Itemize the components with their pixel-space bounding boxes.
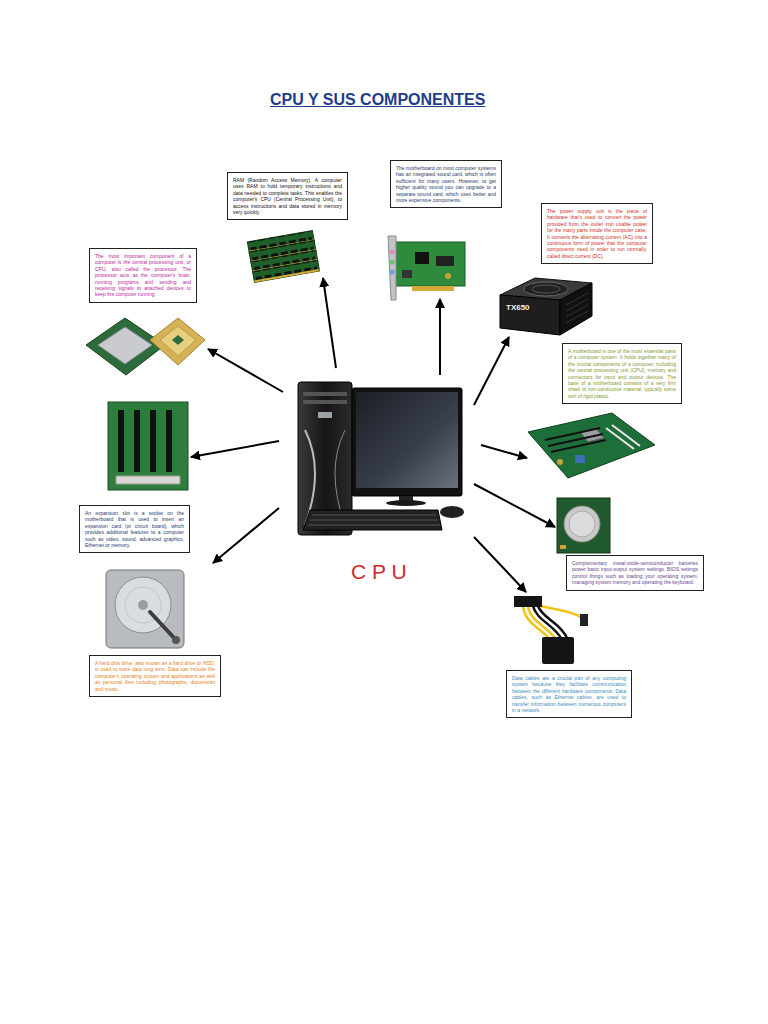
text-box: Data cables are a crucial part of any co… <box>506 670 632 718</box>
box-text: A hard disk drive, also known as a hard … <box>95 660 215 692</box>
power-supply-illustration-part <box>524 282 568 296</box>
power-supply-illustration-part <box>500 295 560 335</box>
pointer-arrows-part <box>213 508 279 563</box>
processor-illustration-part <box>98 327 152 364</box>
processor-illustration-part <box>172 335 184 345</box>
pointer-arrows <box>191 278 555 592</box>
sound-card-illustration-part <box>390 270 395 275</box>
box-text: A motherboard is one of the most essenti… <box>568 348 676 399</box>
hard-disk-illustration-part <box>106 570 184 648</box>
sound-card-illustration-part <box>415 252 429 264</box>
power-supply-illustration <box>500 278 592 335</box>
cmos-battery-illustration-part <box>557 498 610 553</box>
cpu-label: C P U <box>351 560 407 584</box>
motherboard-illustration-part <box>557 459 563 465</box>
box-text: The motherboard on most computer systems… <box>396 165 496 203</box>
expansion-slot-illustration <box>108 402 188 490</box>
title: CPU Y SUS COMPONENTES <box>270 91 485 109</box>
box-text: The power supply unit is the piece of ha… <box>547 208 647 259</box>
sound-card-illustration-part <box>402 270 412 278</box>
power-supply-illustration-part <box>532 285 560 293</box>
pointer-arrows-part <box>208 349 283 392</box>
ram-illustration-part <box>254 269 319 282</box>
psu-logo: TX650 <box>506 303 530 312</box>
processor-illustration-part <box>160 326 196 356</box>
cmos-battery-illustration-part <box>560 545 566 549</box>
cmos-battery-illustration-part <box>564 506 600 542</box>
ram-illustration-part <box>255 260 318 280</box>
box-text: Data cables are a crucial part of any co… <box>512 675 626 713</box>
computer-illustration-part <box>303 392 347 396</box>
motherboard-illustration-part <box>575 455 585 463</box>
motherboard-illustration-part <box>528 413 655 478</box>
hard-disk-illustration <box>106 570 184 648</box>
processor-illustration-part <box>150 318 205 365</box>
computer-illustration-part <box>352 388 462 496</box>
computer-illustration-part <box>386 500 426 506</box>
text-box: The motherboard on most computer systems… <box>390 160 502 208</box>
sound-card-illustration-part <box>390 260 395 265</box>
computer-illustration-part <box>303 510 442 530</box>
pointer-arrows-part <box>323 278 336 368</box>
sound-card-illustration <box>388 236 465 300</box>
expansion-slot-illustration-part <box>166 410 172 472</box>
computer-illustration <box>298 382 464 535</box>
sound-card-illustration-part <box>412 286 454 291</box>
pointer-arrows-part <box>439 299 441 375</box>
data-cable-illustration-part <box>540 606 585 620</box>
box-text: Complementary metal-oxide-semiconductor … <box>572 560 698 586</box>
ram-illustration-part <box>253 260 320 282</box>
expansion-slot-illustration-part <box>150 410 156 472</box>
expansion-slot-illustration-part <box>108 402 188 490</box>
pointer-arrows-part <box>474 537 526 592</box>
expansion-slot-illustration-part <box>116 476 180 484</box>
text-box: The power supply unit is the piece of ha… <box>541 203 653 264</box>
data-cable-illustration-part <box>514 596 542 607</box>
cmos-battery-illustration-part <box>569 511 595 537</box>
hard-disk-illustration-part <box>172 636 180 644</box>
pointer-arrows-part <box>474 337 509 405</box>
data-cable-illustration-part <box>542 637 574 664</box>
expansion-slot-illustration-part <box>118 410 124 472</box>
sound-card-illustration-part <box>395 242 465 286</box>
pointer-arrows-part <box>474 484 555 527</box>
motherboard-illustration <box>528 413 655 478</box>
expansion-slot-illustration-part <box>134 410 140 472</box>
hard-disk-illustration-part <box>138 600 148 610</box>
processor-illustration <box>86 318 205 375</box>
power-supply-illustration-part <box>560 283 592 335</box>
box-text: RAM (Random Access Memory). A computer u… <box>233 177 342 215</box>
text-box: RAM (Random Access Memory). A computer u… <box>227 172 348 220</box>
pointer-arrows-part <box>481 445 527 458</box>
sound-card-illustration-part <box>388 236 396 300</box>
pointer-arrows-part <box>191 441 279 457</box>
computer-illustration-part <box>318 412 332 418</box>
motherboard-illustration-part <box>606 425 640 449</box>
data-cable-illustration-part <box>580 614 588 626</box>
data-cable-illustration <box>514 596 588 664</box>
text-box: The most important component of a comput… <box>89 248 197 303</box>
ram-illustration <box>247 231 319 283</box>
box-text: The most important component of a comput… <box>95 253 191 298</box>
cmos-battery-illustration <box>557 498 610 553</box>
data-cable-illustration-part <box>533 606 562 640</box>
motherboard-illustration-part <box>545 428 606 452</box>
computer-illustration-part <box>356 392 458 488</box>
sound-card-illustration-part <box>390 250 395 255</box>
text-box: An expansion slot is a socket on the mot… <box>79 505 190 553</box>
text-box: A hard disk drive, also known as a hard … <box>89 655 221 697</box>
processor-illustration-part <box>86 318 165 375</box>
sound-card-illustration-part <box>436 256 454 266</box>
computer-illustration-part <box>440 506 464 518</box>
computer-illustration-part <box>303 400 347 404</box>
sound-card-illustration-part <box>445 273 451 279</box>
power-supply-illustration-part <box>566 293 588 323</box>
box-text: An expansion slot is a socket on the mot… <box>85 510 184 548</box>
text-box: Complementary metal-oxide-semiconductor … <box>566 555 704 591</box>
hard-disk-illustration-part <box>150 612 176 640</box>
text-box: A motherboard is one of the most essenti… <box>562 343 682 404</box>
computer-illustration-part <box>308 515 440 525</box>
